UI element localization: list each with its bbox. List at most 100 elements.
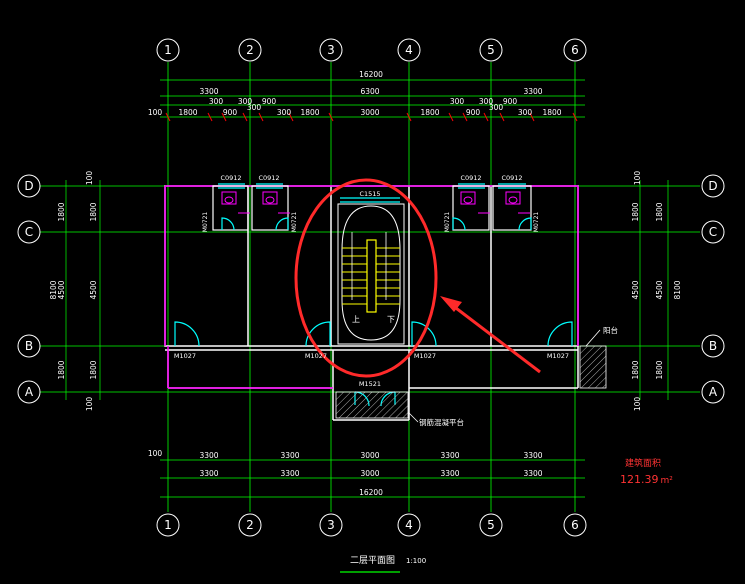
dim-right-outer: 8100 xyxy=(673,280,682,299)
drawing-scale: 1:100 xyxy=(406,557,426,565)
axis-label-bottom: 2 xyxy=(246,518,254,532)
toilet-rooms xyxy=(212,185,532,231)
area-unit: m² xyxy=(661,476,674,486)
dim-right-inner: 1800 xyxy=(655,360,664,379)
dim-left-outer: 1800 xyxy=(57,360,66,379)
bottom-dimension-lines xyxy=(160,459,585,498)
dim-bottom-row1: 3300 xyxy=(523,451,542,460)
stair-up-label: 上 xyxy=(352,315,360,324)
dim-top-row3: 1800 xyxy=(420,108,439,117)
dim-left-outer: 100 xyxy=(85,397,94,412)
axis-bubbles-top xyxy=(156,38,587,62)
axis-label-right: C xyxy=(709,225,717,239)
dim-top-row2b: 300 xyxy=(247,103,262,112)
dim-top-row2b: 300 xyxy=(489,103,504,112)
window-label: C0912 xyxy=(501,174,522,182)
dim-right-inner: 4500 xyxy=(655,280,664,299)
axis-label-bottom: 6 xyxy=(571,518,579,532)
stair-down-label: 下 xyxy=(387,315,395,324)
dim-top-row1: 3300 xyxy=(199,87,218,96)
door-label: M1027 xyxy=(174,352,196,360)
axis-bubbles-left xyxy=(17,174,41,404)
dim-bottom-row2: 3300 xyxy=(523,469,542,478)
dim-top-row2: 300 xyxy=(238,97,253,106)
dim-right-outer: 1800 xyxy=(631,202,640,221)
window-label: C0912 xyxy=(220,174,241,182)
axis-label-bottom: 3 xyxy=(327,518,335,532)
dim-right-outer: 100 xyxy=(633,171,642,186)
area-number: 121.39 xyxy=(620,473,659,486)
axis-label-right: A xyxy=(709,385,718,399)
highlight-arrow xyxy=(440,296,541,374)
dim-bottom-row1: 3300 xyxy=(199,451,218,460)
dim-top-row2: 300 xyxy=(479,97,494,106)
dim-left-outer: 1800 xyxy=(57,202,66,221)
dim-bottom-total: 16200 xyxy=(359,488,383,497)
vertical-axis-lines xyxy=(167,62,576,512)
axis-label-left: D xyxy=(24,179,33,193)
top-dimension-ticks xyxy=(165,112,578,122)
side-dimension-lines xyxy=(65,180,669,400)
dim-left-inner: 1800 xyxy=(89,202,98,221)
top-dimension-lines xyxy=(160,79,585,118)
dim-bottom-row1: 3300 xyxy=(280,451,299,460)
dim-bottom-row1: 3300 xyxy=(440,451,459,460)
area-label: 建筑面积 xyxy=(625,457,661,469)
door-label: M1027 xyxy=(547,352,569,360)
door-label-small: M0721 xyxy=(533,212,540,233)
axis-label-top: 6 xyxy=(571,43,579,57)
axis-label-top: 1 xyxy=(164,43,172,57)
highlight-ellipse xyxy=(294,178,438,378)
axis-label-bottom: 4 xyxy=(405,518,413,532)
dim-bottom-row2: 3000 xyxy=(360,469,379,478)
dim-top-row2: 900 xyxy=(503,97,518,106)
axis-label-top: 5 xyxy=(487,43,495,57)
axis-bubbles-bottom xyxy=(156,513,587,537)
axis-label-left: B xyxy=(25,339,33,353)
platform-hatch xyxy=(335,391,409,419)
dim-bottom-row2: 3300 xyxy=(440,469,459,478)
dim-top-row1: 3300 xyxy=(523,87,542,96)
dim-left-outer: 4500 xyxy=(57,280,66,299)
window-label: C0912 xyxy=(258,174,279,182)
dim-right-outer: 1800 xyxy=(631,360,640,379)
dim-bottom-row2: 3300 xyxy=(199,469,218,478)
toilet-fixtures xyxy=(221,191,530,214)
window-marks xyxy=(218,183,526,203)
dim-top-row3: 900 xyxy=(466,108,481,117)
axis-label-right: B xyxy=(709,339,717,353)
dim-left-outer: 8100 xyxy=(49,280,58,299)
dim-top-row3: 1800 xyxy=(300,108,319,117)
balcony-hatch xyxy=(579,345,607,389)
dim-left-inner: 1800 xyxy=(89,360,98,379)
balcony-leader xyxy=(585,329,601,347)
axis-label-top: 3 xyxy=(327,43,335,57)
door-label-small: M0721 xyxy=(291,212,298,233)
drawing-title: 二层平面图 xyxy=(350,555,395,566)
door-label-small: M0721 xyxy=(202,212,209,233)
dim-top-row3: 300 xyxy=(518,108,533,117)
axis-label-top: 4 xyxy=(405,43,413,57)
dim-bottom-row2: 3300 xyxy=(280,469,299,478)
dim-top-total: 16200 xyxy=(359,70,383,79)
axis-label-top: 2 xyxy=(246,43,254,57)
axis-label-bottom: 5 xyxy=(487,518,495,532)
magenta-walls xyxy=(164,185,579,389)
window-label: C1515 xyxy=(359,190,380,198)
dim-top-row3: 300 xyxy=(277,108,292,117)
door-label: M1027 xyxy=(414,352,436,360)
door-label: M1521 xyxy=(359,380,381,388)
axis-bubbles-right xyxy=(701,174,725,404)
stair xyxy=(337,203,405,345)
axis-label-right: D xyxy=(708,179,717,193)
balcony-label: 阳台 xyxy=(603,325,618,335)
dim-right-inner: 1800 xyxy=(655,202,664,221)
dim-top-row3: 1800 xyxy=(178,108,197,117)
door-label: M1027 xyxy=(305,352,327,360)
dim-top-row3: 900 xyxy=(223,108,238,117)
dim-right-outer: 4500 xyxy=(631,280,640,299)
dim-top-row2: 900 xyxy=(262,97,277,106)
axis-label-left: A xyxy=(25,385,34,399)
